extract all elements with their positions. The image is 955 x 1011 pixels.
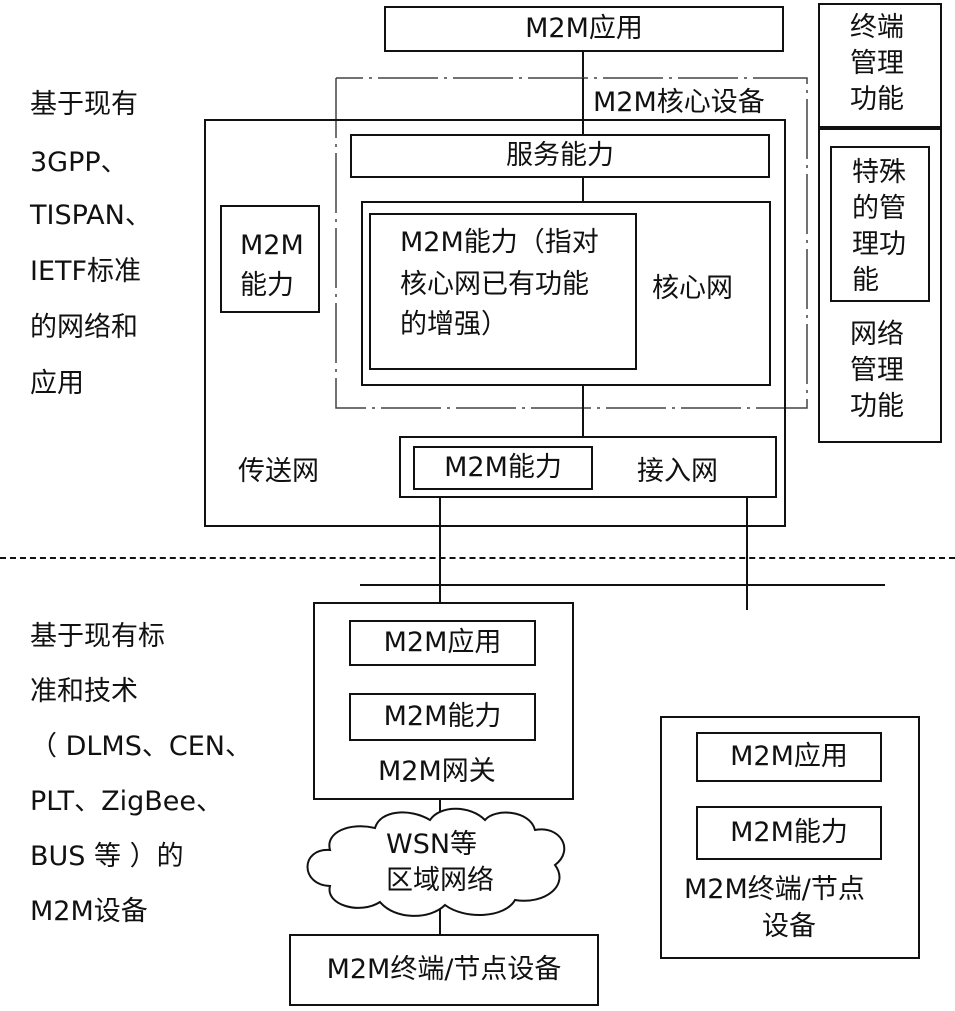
m2m-capability-left-box: M2M 能力 — [220, 205, 320, 313]
left-bottom-line: BUS 等 ）的 — [30, 841, 184, 872]
wsn-cloud-line: 区域网络 — [386, 865, 494, 896]
wsn-cloud-shape — [306, 807, 566, 917]
terminal-management-box: 终端 管理 功能 — [818, 3, 942, 128]
network-management-box — [818, 128, 942, 443]
core-m2m-capability-box — [369, 213, 637, 370]
right-terminal-app-box: M2M应用 — [696, 732, 882, 782]
transport-network-label: 传送网 — [238, 456, 319, 487]
left-bottom-line: （ DLMS、CEN、 — [30, 731, 252, 762]
m2m-capability-left-line: M2M — [240, 230, 304, 261]
network-management-line: 管理 — [850, 355, 904, 386]
left-bottom-description: 基于现有标 准和技术 （ DLMS、CEN、 PLT、ZigBee、 BUS 等… — [30, 620, 300, 950]
left-bottom-line: PLT、ZigBee、 — [30, 786, 223, 817]
left-bottom-line: M2M设备 — [30, 896, 148, 927]
transport-network-box — [204, 119, 786, 527]
core-m2m-capability-line: 核心网已有功能 — [400, 269, 589, 300]
gateway-title: M2M网关 — [378, 756, 496, 787]
special-management-box: 特殊 的管 理功 能 — [830, 146, 930, 302]
left-top-line: IETF标准 — [30, 256, 142, 287]
left-top-line: 基于现有 — [30, 89, 138, 120]
core-network-label: 核心网 — [652, 273, 733, 304]
network-management-text: 网络 管理 功能 — [850, 318, 904, 426]
access-network-box — [399, 436, 777, 498]
gateway-box — [313, 602, 574, 800]
left-top-line: 的网络和 — [30, 312, 138, 343]
gateway-app-box: M2M应用 — [349, 620, 536, 666]
access-network-label: 接入网 — [637, 456, 718, 487]
network-management-line: 网络 — [850, 319, 904, 350]
special-management-line: 特殊 — [852, 157, 906, 188]
core-device-label: M2M核心设备 — [593, 87, 765, 118]
left-bottom-line: 基于现有标 — [30, 621, 165, 652]
left-top-line: TISPAN、 — [30, 200, 152, 231]
service-capability-box: 服务能力 — [350, 134, 770, 178]
right-terminal-title-line: 设备 — [762, 911, 816, 942]
gateway-capability-box: M2M能力 — [349, 693, 536, 741]
terminal-management-line: 终端 — [850, 12, 904, 43]
bottom-terminal-box: M2M终端/节点设备 — [289, 934, 599, 1006]
core-m2m-capability-text: M2M能力（指对 核心网已有功能 的增强） — [400, 226, 630, 348]
top-m2m-app-box: M2M应用 — [384, 6, 784, 52]
left-bottom-line: 准和技术 — [30, 676, 138, 707]
left-top-line: 3GPP、 — [30, 147, 128, 178]
m2m-capability-left-line: 能力 — [240, 270, 294, 301]
special-management-line: 的管 — [852, 193, 906, 224]
wsn-cloud-line: WSN等 — [386, 829, 478, 860]
special-management-line: 理功 — [852, 229, 906, 260]
terminal-management-line: 管理 — [850, 48, 904, 79]
left-top-line: 应用 — [30, 368, 84, 399]
left-top-description: 基于现有 3GPP、 TISPAN、 IETF标准 的网络和 应用 — [30, 88, 210, 423]
right-terminal-capability-box: M2M能力 — [696, 806, 882, 860]
core-m2m-capability-line: M2M能力（指对 — [400, 227, 599, 258]
right-terminal-box — [660, 716, 920, 959]
right-terminal-title-line: M2M终端/节点 — [684, 874, 865, 905]
section-divider — [0, 557, 955, 559]
special-management-line: 能 — [852, 265, 879, 296]
network-management-line: 功能 — [850, 391, 904, 422]
core-network-box — [361, 201, 771, 386]
terminal-management-line: 功能 — [850, 84, 904, 115]
core-m2m-capability-line: 的增强） — [400, 309, 508, 340]
access-m2m-capability-box: M2M能力 — [413, 446, 593, 490]
